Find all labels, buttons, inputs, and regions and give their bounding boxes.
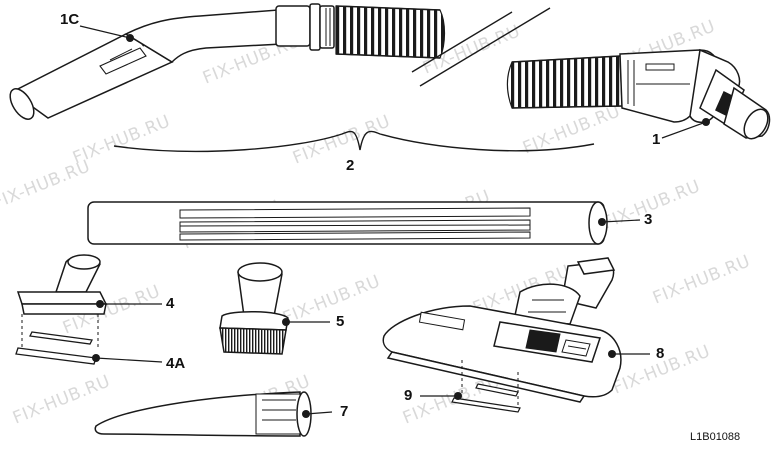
crevice-tool-part	[94, 391, 312, 437]
floor-nozzle-dashes	[461, 360, 519, 408]
hose-break-lines	[411, 7, 551, 87]
dusting-brush-part	[219, 262, 289, 355]
floor-strip-part	[475, 383, 519, 397]
label-floor-strip: 9	[404, 387, 413, 404]
floor-nozzle-part	[382, 257, 622, 403]
hose-brace	[113, 130, 595, 153]
upholstery-nozzle-part	[16, 254, 108, 315]
leader-lines	[79, 25, 707, 415]
hose-handle-part	[9, 3, 335, 120]
label-upholstery-nozzle: 4	[166, 295, 175, 312]
label-upholstery-strip: 4A	[166, 355, 186, 372]
extension-tube-part	[87, 201, 608, 245]
leader-dots	[92, 34, 710, 418]
floor-strip-part-lower	[451, 397, 521, 413]
label-crevice-tool: 7	[340, 403, 349, 420]
hose-left-section	[335, 5, 446, 59]
label-tube: 3	[644, 211, 653, 228]
label-hose-coupling: 1	[652, 131, 661, 148]
hose-coupling-part	[619, 48, 771, 140]
drawing-code: L1B01088	[690, 431, 741, 443]
upholstery-nozzle-dashes	[21, 314, 99, 350]
label-hose-handle: 1C	[60, 11, 80, 28]
label-hose: 2	[346, 157, 355, 174]
upholstery-strip-part-top	[29, 331, 93, 345]
label-floor-nozzle: 8	[656, 345, 665, 362]
label-dusting-brush: 5	[336, 313, 345, 330]
hose-right-section	[506, 55, 623, 109]
upholstery-strip-part	[15, 347, 97, 365]
